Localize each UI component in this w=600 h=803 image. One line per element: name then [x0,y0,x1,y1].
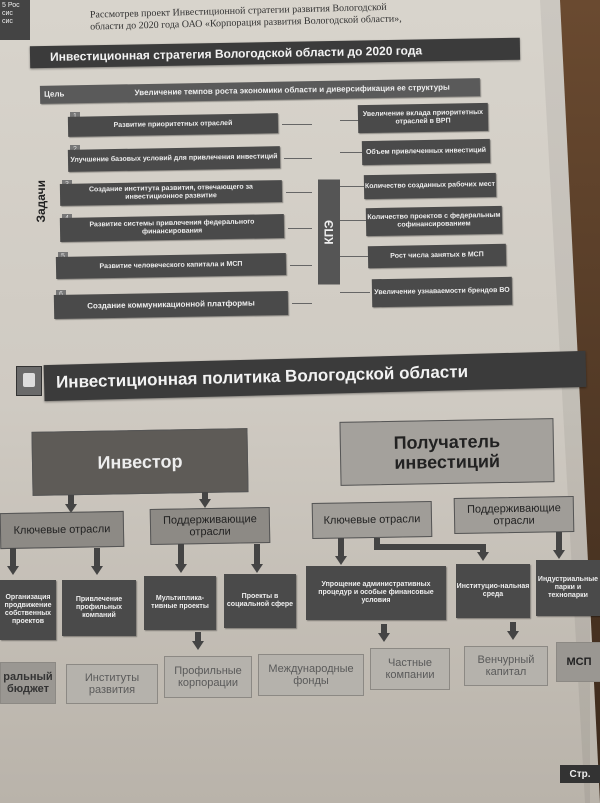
recipient-item: Индустриальные парки и технопарки [536,560,600,616]
arrow-down-icon [553,550,565,559]
connector [288,228,312,229]
outcome-box: МСП [556,642,600,682]
arrow-down-icon [507,631,519,640]
connector [286,192,312,193]
tasks-label: Задачи [34,180,48,223]
arrow-down-icon [91,566,103,575]
kpi-item: Объем привлеченных инвестиций [361,138,491,166]
goal-label: Цель [43,89,65,99]
arrow-down-icon [251,564,263,573]
arrow-down-icon [477,552,489,561]
corner-text-3: сис [2,18,13,25]
kpi-item: Количество созданных рабочих мест [363,172,497,200]
task-item: Развитие системы привлечения федеральног… [59,214,285,242]
arrow-down-icon [65,504,77,513]
outcome-box: Частные компании [370,648,450,690]
connector [290,265,312,266]
connector [340,256,368,257]
connector [284,158,312,159]
recipient-support-sectors: Поддерживающие отрасли [453,495,575,535]
investor-key-sectors: Ключевые отрасли [0,510,125,550]
investor-support-sectors: Поддерживающие отрасли [149,506,271,546]
connector [340,220,366,221]
arrow-down-icon [335,556,347,565]
arrow-down-icon [7,566,19,575]
connector [340,292,370,293]
connector [340,152,362,153]
outcome-box: Институты развития [66,664,158,704]
kpe-label: КПЭ [318,180,340,285]
corner-text-2: сис [2,10,13,17]
task-item: Развитие человеческого капитала и МСП [55,252,287,280]
recipient-key-sectors: Ключевые отрасли [311,500,433,540]
outcome-box: Международные фонды [258,654,364,696]
connector [340,186,364,187]
recipient-item: Институцио-нальная среда [456,564,530,618]
connector [282,124,312,125]
kpi-item: Увеличение узнаваемости брендов ВО [371,276,513,308]
investor-item: Проекты в социальной сфере [224,574,296,628]
investor-box: Инвестор [31,428,249,496]
corner-badge: 5 Рос сис сис [0,0,30,40]
kpi-item: Увеличение вклада приоритетных отраслей … [357,102,489,134]
investor-item: Организация продвижение собственных прое… [0,580,56,640]
outcome-box: Профильные корпорации [164,656,252,698]
goal-text: Увеличение темпов роста экономики област… [134,82,450,98]
outcome-box: Венчурный капитал [464,646,548,686]
task-item: Улучшение базовых условий для привлечени… [67,146,281,172]
task-item: Создание института развития, отвечающего… [59,180,283,206]
task-item: Создание коммуникационной платформы [53,290,289,320]
recipient-item: Упрощение административных процедур и ос… [306,566,446,620]
page-label: Стр. [560,765,600,783]
arrow-down-icon [378,633,390,642]
kpi-item: Рост числа занятых в МСП [367,243,507,269]
connector [340,120,360,121]
corner-text-1: 5 Рос [2,2,20,9]
recipient-box: Получатель инвестиций [339,418,555,486]
arrow-down-icon [199,499,211,508]
arrow-down-icon [175,564,187,573]
outcome-box: ральный бюджет [0,662,56,704]
arrow-down-icon [192,641,204,650]
kpi-item: Количество проектов с федеральным софина… [365,205,503,237]
investor-item: Привлечение профильных компаний [62,580,136,636]
task-item: Развитие приоритетных отраслей [67,113,279,137]
connector [292,303,312,304]
coat-of-arms-icon [16,366,42,396]
investor-item: Мультиплика-тивные проекты [144,576,216,630]
